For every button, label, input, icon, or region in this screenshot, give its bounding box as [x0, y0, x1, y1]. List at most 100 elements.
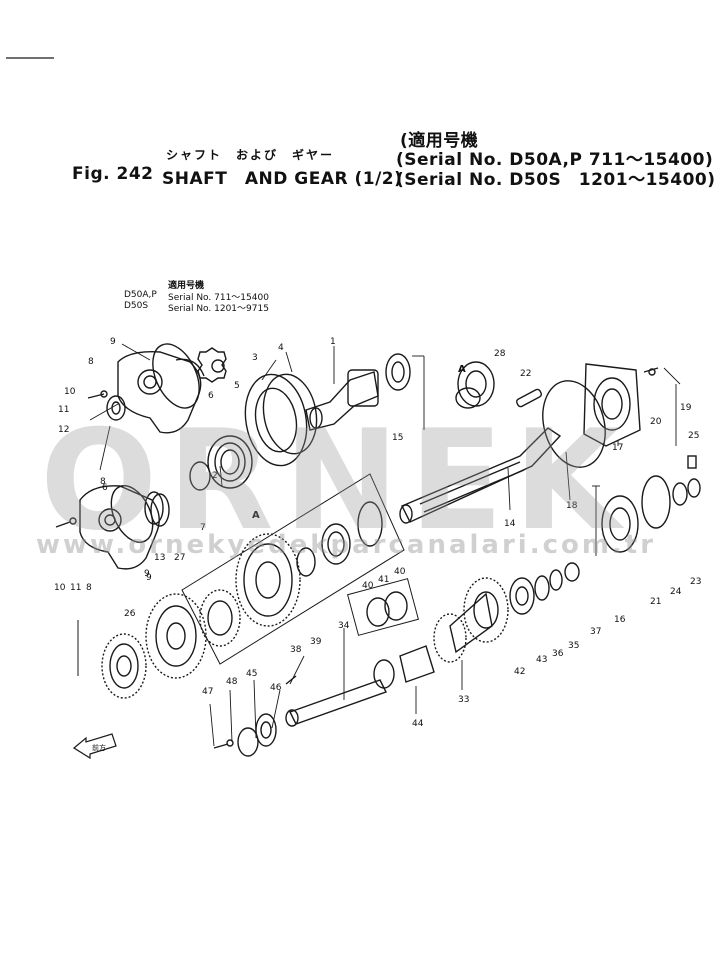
callout: 18	[566, 501, 578, 511]
figure-title: SHAFT AND GEAR (1/2)	[162, 169, 403, 189]
bearing-cage-3-4	[244, 373, 318, 467]
callout: 12	[58, 425, 69, 435]
callout: 44	[412, 719, 424, 729]
bearing-2	[207, 435, 253, 489]
callout: 36	[552, 649, 564, 659]
bearing-cluster	[321, 523, 351, 565]
upper-oil-seal	[106, 395, 126, 421]
ring-36	[549, 569, 563, 591]
callout: 21	[650, 597, 661, 607]
callout: 41	[378, 575, 389, 585]
nut-35	[564, 562, 580, 582]
callout: 5	[234, 381, 240, 391]
gear-cluster-a	[199, 533, 301, 647]
callout: 7	[200, 523, 206, 533]
callout: 1	[330, 337, 336, 347]
callout: 6	[102, 483, 108, 493]
front-direction-arrow	[72, 733, 117, 760]
callout: 27	[174, 553, 185, 563]
callout: 6	[208, 391, 214, 401]
callout: 10	[54, 583, 66, 593]
callout: 13	[154, 553, 165, 563]
snap-ring-7	[189, 461, 211, 491]
inset-model-1: D50A,P	[124, 290, 157, 300]
callout: 34	[338, 621, 350, 631]
main-shaft-14	[399, 427, 562, 524]
callout: 9	[146, 573, 152, 583]
callout: 33	[458, 695, 469, 705]
callout: 2	[212, 471, 218, 481]
bearing-42	[509, 577, 535, 615]
leader-lines	[89, 343, 681, 747]
nut-23	[687, 478, 701, 498]
bolt-25	[687, 455, 697, 469]
callout: 35	[568, 641, 579, 651]
callout: 17	[612, 443, 623, 453]
gear-33	[433, 577, 509, 663]
callout: 40	[394, 567, 406, 577]
callout: 47	[202, 687, 213, 697]
inset-serial-1: Serial No. 711～15400	[168, 293, 269, 303]
callout: 16	[614, 615, 626, 625]
callout: 24	[670, 587, 682, 597]
subtitle-japanese: シャフト および ギヤー	[166, 148, 335, 162]
callout: 28	[494, 349, 506, 359]
washer-24	[672, 482, 688, 506]
callout: 45	[246, 669, 257, 679]
lower-gasket-ring	[110, 485, 154, 543]
front-arrow-label: 前方	[92, 743, 106, 752]
gear-27	[145, 593, 207, 679]
figure-number: Fig. 242	[72, 164, 154, 184]
callout: 15	[392, 433, 403, 443]
callout: 46	[270, 683, 282, 693]
lock-washer-5	[197, 347, 227, 383]
serial-range-line-2: (Serial No. D50S 1201～15400)	[396, 170, 716, 190]
spacer-44	[399, 645, 435, 683]
callout: 43	[536, 655, 547, 665]
bolt-47	[213, 743, 229, 749]
cover-46	[255, 713, 277, 747]
key-22	[516, 388, 542, 408]
ring-cluster	[357, 501, 383, 547]
snap-ring-21	[641, 475, 671, 529]
bearing-16	[601, 495, 639, 553]
callout: 8	[100, 477, 106, 487]
pinion-shaft-1	[305, 369, 379, 431]
counter-shaft-34	[285, 679, 387, 727]
callout: 9	[144, 569, 150, 579]
callout: 42	[514, 667, 525, 677]
callout: 38	[290, 645, 302, 655]
inset-model-2: D50S	[124, 301, 149, 311]
callout: 11	[58, 405, 69, 415]
callout: 39	[310, 637, 322, 647]
callout: 8	[88, 357, 94, 367]
callout: 26	[124, 609, 136, 619]
inset-heading: 適用号機	[168, 281, 205, 291]
bearing-box-40-41	[347, 578, 419, 636]
applicable-models-heading: (適用号機	[400, 131, 479, 151]
callout: 14	[504, 519, 516, 529]
callout: 8	[86, 583, 92, 593]
detail-gear-28	[455, 361, 495, 409]
serial-range-line-1: (Serial No. D50A,P 711～15400)	[396, 150, 714, 170]
view-a-label: A	[252, 510, 260, 521]
gasket-18	[542, 380, 606, 468]
pin-38	[285, 675, 297, 685]
callout: 4	[278, 343, 284, 353]
ring-43	[534, 575, 550, 601]
callout: 9	[110, 337, 116, 347]
view-a-label: A	[458, 364, 466, 375]
plate-45	[237, 727, 259, 757]
callout: 11	[70, 583, 81, 593]
callout: 23	[690, 577, 701, 587]
callout: 3	[252, 353, 258, 363]
callout: 20	[650, 417, 662, 427]
callout: 37	[590, 627, 601, 637]
callout-labels: 1 2 3 4 5 6 7 8 9 10 11 12 13 14 15 16 1…	[54, 337, 701, 752]
upper-housing	[117, 351, 205, 434]
callout: 19	[680, 403, 692, 413]
callout: 10	[64, 387, 76, 397]
callout: 40	[362, 581, 374, 591]
